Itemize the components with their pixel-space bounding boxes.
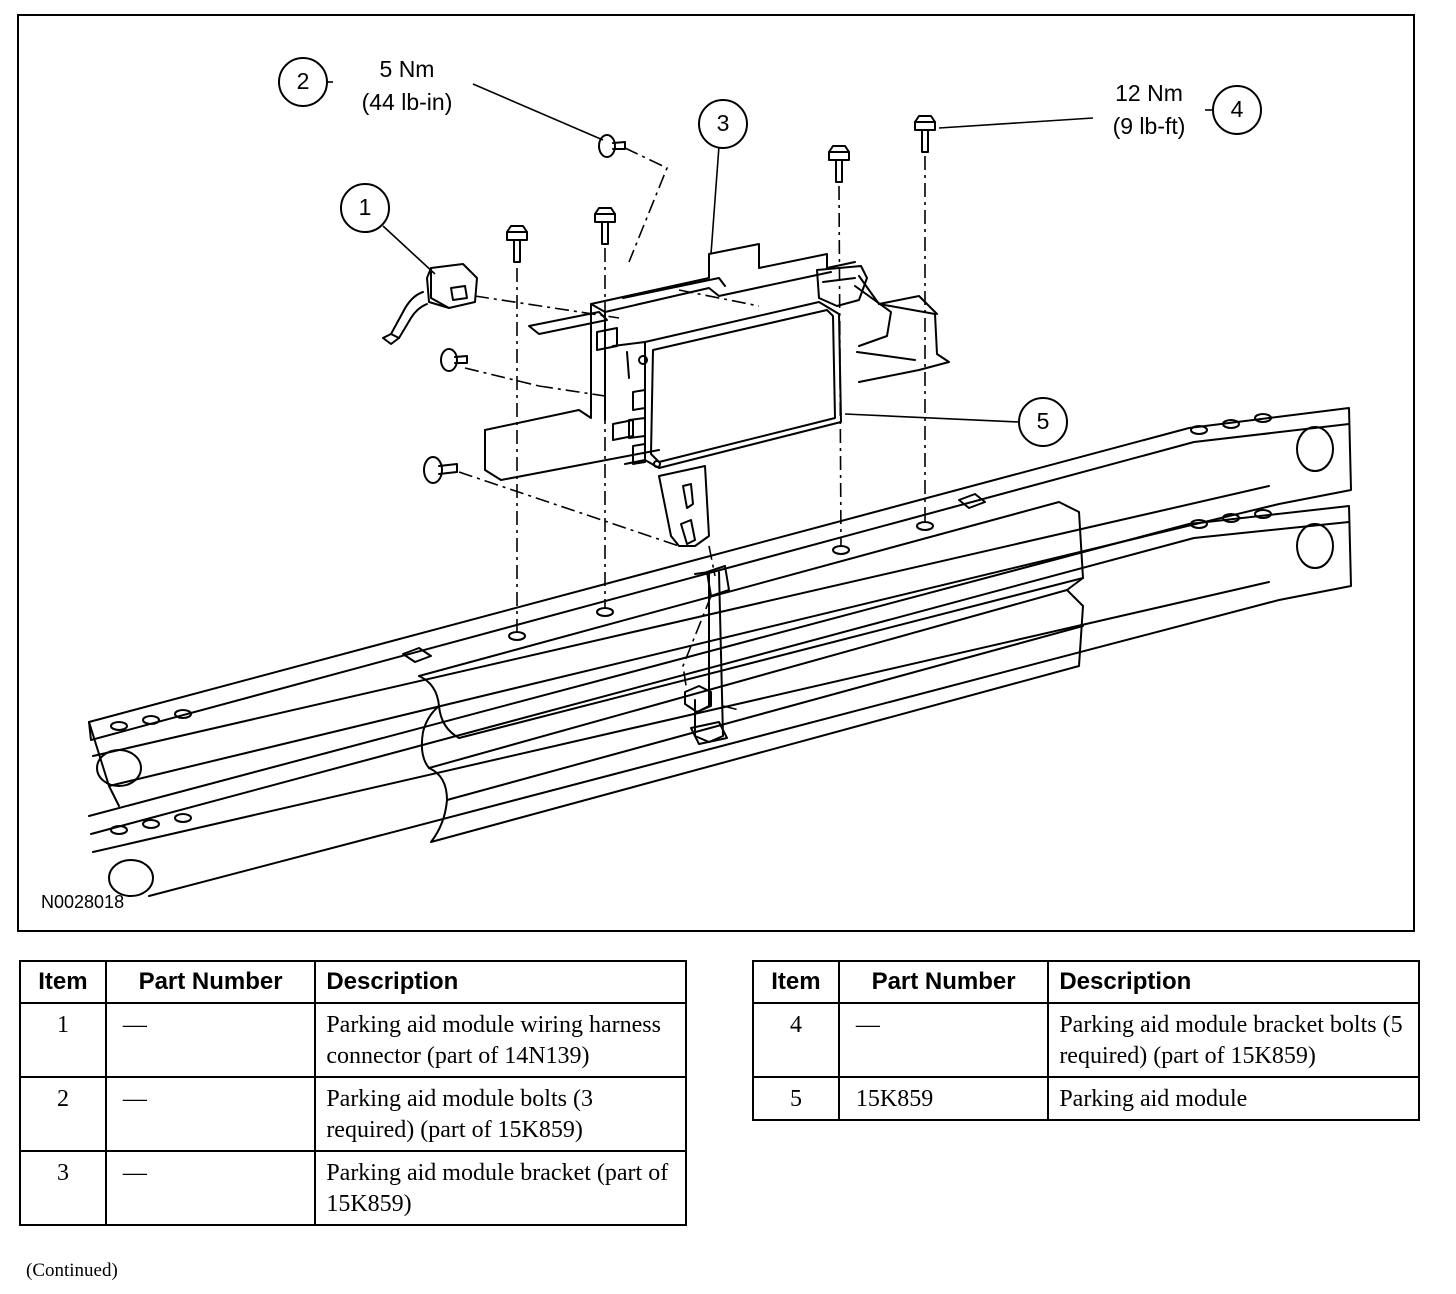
callout-2-number: 2	[296, 68, 310, 94]
table-row: 4 — Parking aid module bracket bolts (5 …	[752, 1002, 1420, 1078]
parts-table-left: Item Part Number Description 1 — Parking…	[19, 960, 687, 1226]
table-row: 1 — Parking aid module wiring harness co…	[19, 1002, 687, 1078]
bumper-beam-upper	[88, 407, 1352, 807]
header-item: Item	[19, 960, 107, 1004]
parking-aid-module-body	[612, 301, 842, 469]
row-item: 4	[752, 1002, 840, 1078]
leader-lines	[323, 81, 1213, 423]
callout-1-number: 1	[358, 194, 372, 220]
row-description: Parking aid module bracket (part of 15K8…	[314, 1150, 687, 1226]
bumper-beam-lower	[88, 505, 1352, 897]
row-part-number: —	[104, 1002, 317, 1078]
parts-table-right: Item Part Number Description 4 — Parking…	[752, 960, 1420, 1121]
row-description: Parking aid module wiring harness connec…	[314, 1002, 687, 1078]
table-header-row: Item Part Number Description	[752, 960, 1420, 1004]
header-item: Item	[752, 960, 840, 1004]
callout-4-torque-metric: 12 Nm	[1115, 80, 1183, 106]
callout-2-circle	[278, 57, 328, 107]
callout-4-number: 4	[1230, 96, 1244, 122]
module-bolts	[440, 134, 626, 372]
module-mounting-tab	[658, 465, 730, 745]
callout-5-number: 5	[1036, 408, 1050, 434]
callout-3-circle	[698, 99, 748, 149]
row-part-number: —	[104, 1150, 317, 1226]
bracket-bolts	[423, 115, 936, 484]
header-description: Description	[314, 960, 687, 1004]
row-item: 3	[19, 1150, 107, 1226]
row-item: 5	[752, 1076, 840, 1121]
figure-id: N0028018	[41, 892, 125, 912]
row-description: Parking aid module	[1047, 1076, 1420, 1121]
callout-3-number: 3	[716, 110, 730, 136]
header-part-number: Part Number	[837, 960, 1050, 1004]
parking-aid-module-illustration	[88, 57, 1352, 897]
table-row: 5 15K859 Parking aid module	[752, 1076, 1420, 1121]
wiring-harness-connector	[382, 263, 478, 345]
continued-note: (Continued)	[26, 1260, 118, 1281]
table-row: 2 — Parking aid module bolts (3 required…	[19, 1076, 687, 1152]
row-item: 1	[19, 1002, 107, 1078]
row-description: Parking aid module bracket bolts (5 requ…	[1047, 1002, 1420, 1078]
module-bracket	[484, 243, 950, 481]
row-item: 2	[19, 1076, 107, 1152]
row-description: Parking aid module bolts (3 required) (p…	[314, 1076, 687, 1152]
table-row: 3 — Parking aid module bracket (part of …	[19, 1150, 687, 1226]
energy-absorber	[402, 493, 1084, 843]
row-part-number: 15K859	[837, 1076, 1050, 1121]
header-description: Description	[1047, 960, 1420, 1004]
callout-2-torque-metric: 5 Nm	[379, 56, 435, 82]
row-part-number: —	[104, 1076, 317, 1152]
callout-1-circle	[340, 183, 390, 233]
callout-4-torque-imperial: (9 lb-ft)	[1112, 113, 1186, 139]
row-part-number: —	[837, 1002, 1050, 1078]
callout-4-circle	[1212, 85, 1262, 135]
exploded-view-figure: 1 2 3 4 5 5 Nm (44 lb-in) 12 Nm (9 lb-ft…	[17, 14, 1415, 932]
header-part-number: Part Number	[104, 960, 317, 1004]
alignment-lines	[458, 147, 926, 711]
callout-2-torque-imperial: (44 lb-in)	[361, 89, 453, 115]
callout-5-circle	[1018, 397, 1068, 447]
table-header-row: Item Part Number Description	[19, 960, 687, 1004]
